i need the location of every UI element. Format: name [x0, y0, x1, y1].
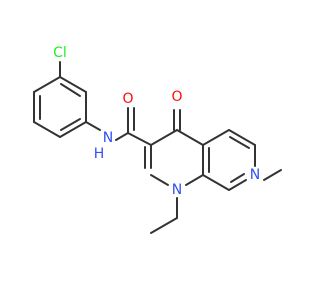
bond — [202, 174, 230, 191]
bond — [59, 121, 87, 138]
bond — [230, 173, 245, 183]
methyl-bond — [263, 169, 282, 181]
bond — [228, 129, 256, 146]
amide-nitrogen-label: N — [103, 130, 113, 146]
bond — [185, 174, 204, 186]
chlorophenyl-ring — [33, 76, 87, 138]
bond — [60, 83, 81, 97]
amide-c-c3-bond — [127, 132, 152, 146]
amide-oxygen-label: O — [122, 91, 133, 107]
ring-nitrogen-1-label: N — [172, 182, 182, 198]
bond — [229, 136, 250, 149]
bond — [60, 118, 81, 131]
ethyl-bond — [150, 217, 178, 234]
molecule-structure: Cl N H O O N N — [33, 45, 282, 234]
ring-nitrogen-8-label: N — [250, 167, 260, 183]
naphthyridinone-core — [144, 129, 256, 191]
bond — [59, 76, 87, 93]
bond — [150, 129, 178, 146]
bond — [33, 121, 61, 138]
bond — [228, 179, 247, 191]
amide-hydrogen-label: H — [94, 146, 105, 162]
bond — [150, 174, 169, 186]
chlorine-label: Cl — [53, 45, 67, 61]
ketone-oxygen-label: O — [171, 89, 182, 105]
bond — [202, 129, 230, 146]
bond — [176, 129, 204, 146]
bond — [33, 76, 61, 93]
n-c-bond — [115, 132, 129, 141]
c-n-bond — [85, 121, 101, 131]
